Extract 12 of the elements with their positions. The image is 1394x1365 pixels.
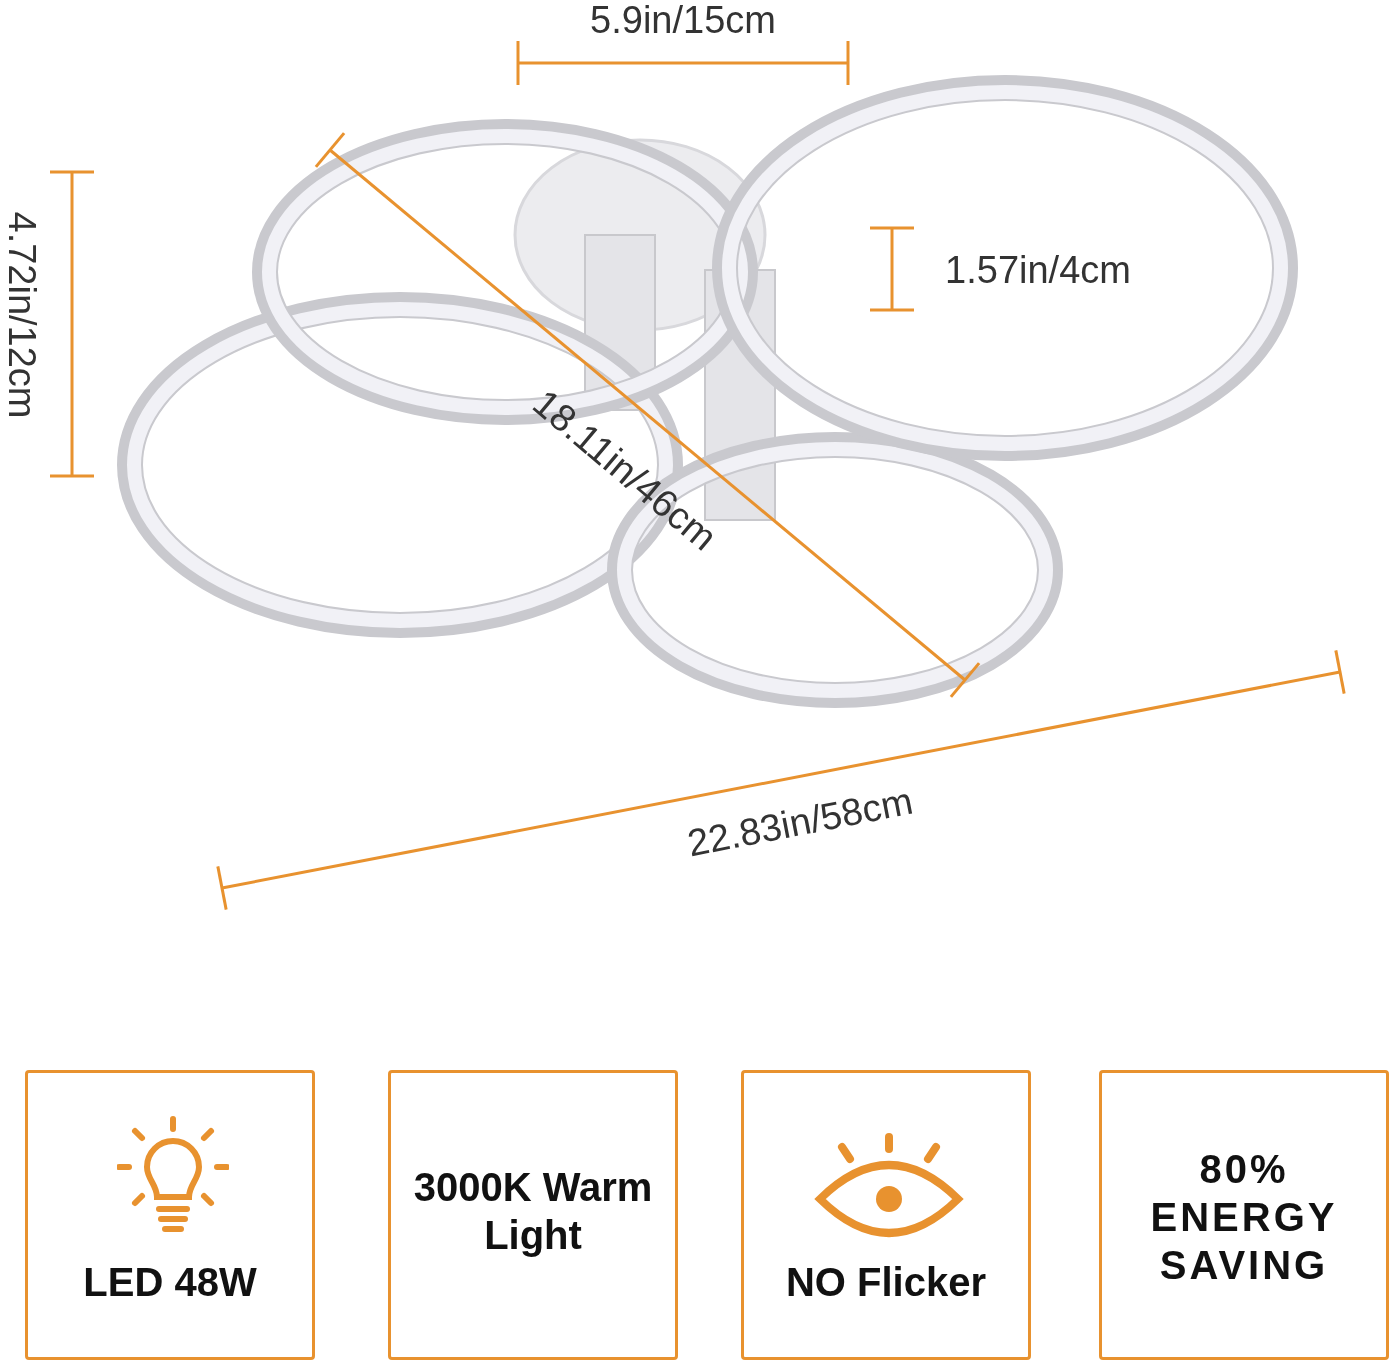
feature-card <box>388 1070 678 1360</box>
feature-text: LED 48W <box>82 1259 258 1306</box>
feature-text: 3000K Warm Light <box>412 1164 654 1259</box>
feature-text: 80% ENERGY SAVING <box>1149 1146 1339 1289</box>
dimension-label: 5.9in/15cm <box>590 1 776 39</box>
dimension-label: 4.72in/12cm <box>3 211 41 419</box>
feature-card <box>1099 1070 1389 1360</box>
feature-text: NO Flicker <box>784 1259 988 1306</box>
dimension-label: 22.83in/58cm <box>684 781 916 863</box>
dimension-label: 1.57in/4cm <box>945 251 1131 289</box>
feature-card <box>741 1070 1031 1360</box>
feature-card <box>25 1070 315 1360</box>
